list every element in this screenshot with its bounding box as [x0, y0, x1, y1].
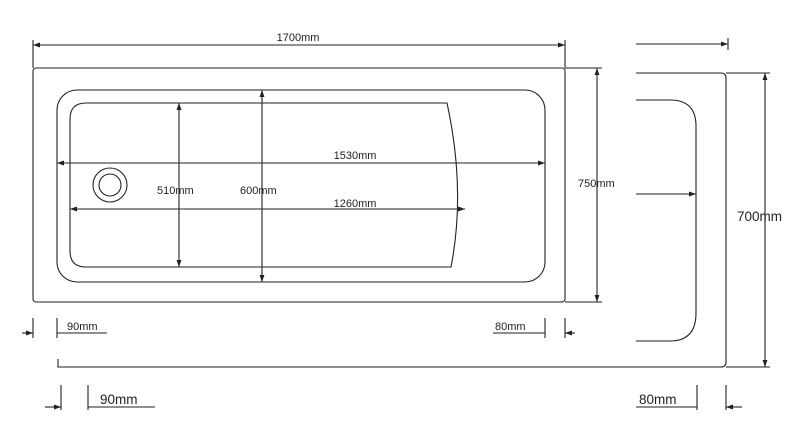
panel-margin-right-label: 80mm — [639, 392, 677, 407]
inner-length-top-label: 1530mm — [334, 150, 377, 162]
bath-outer-rim — [32, 67, 566, 303]
bath-inner-rim — [56, 89, 546, 283]
end-margin-right-label: 80mm — [495, 321, 526, 333]
inner-width-centre-label: 600mm — [240, 185, 277, 197]
bath-panel-outline — [57, 72, 727, 368]
end-margin-left-label: 90mm — [67, 321, 98, 333]
panel-width-label: 700mm — [737, 209, 782, 224]
inner-width-waste-label: 510mm — [157, 185, 194, 197]
overall-width-label: 750mm — [578, 178, 615, 190]
panel-end-cutout — [636, 99, 697, 342]
bath-basin — [69, 102, 459, 268]
panel-margin-left-label: 90mm — [100, 392, 138, 407]
waste-outlet-icon — [92, 167, 128, 203]
inner-length-bottom-label: 1260mm — [334, 198, 377, 210]
overall-length-label: 1700mm — [277, 32, 320, 44]
